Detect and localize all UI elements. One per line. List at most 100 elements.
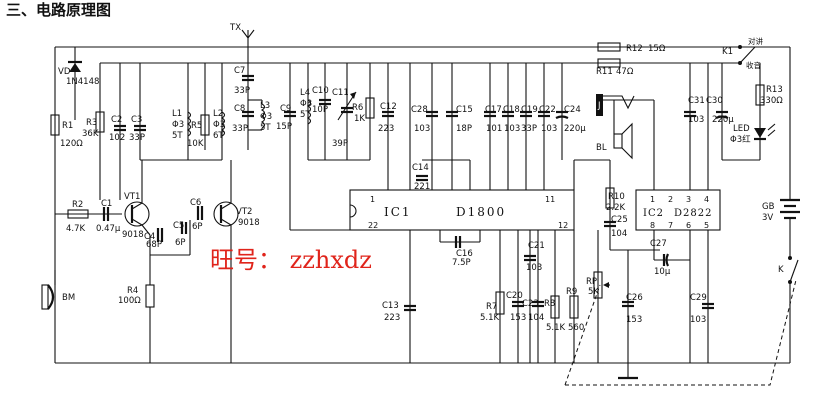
- bl-label: BL: [596, 143, 607, 153]
- r2-label: R2: [72, 200, 83, 210]
- r3-label: R3: [86, 118, 97, 128]
- r12-value: 15Ω: [648, 44, 666, 54]
- k1-receive-label: 收音: [746, 60, 761, 70]
- r11-label: R11: [596, 67, 613, 77]
- gb-label: GB: [762, 202, 775, 212]
- vd-diode: [68, 47, 82, 120]
- l2-label: L2: [213, 109, 223, 119]
- r2-value: 4.7K: [66, 224, 86, 234]
- bm-label: BM: [62, 293, 75, 303]
- tx-label: TX: [229, 23, 241, 33]
- c8-capacitor: [242, 110, 254, 118]
- bm-microphone: [41, 270, 56, 310]
- vt2-part: 9018: [238, 218, 260, 228]
- r6-resistor: [365, 97, 375, 119]
- c1-label: C1: [101, 199, 112, 209]
- c1-capacitor: [102, 207, 110, 221]
- c23-label: C23: [522, 299, 539, 309]
- ic2-pin-1: 1: [650, 195, 655, 204]
- ic1-pin-22: 22: [368, 221, 378, 230]
- c27-capacitor: [653, 250, 690, 267]
- r9-resistor: [569, 295, 579, 319]
- c5-value: 6P: [175, 238, 186, 248]
- c25-value: 104: [611, 229, 627, 239]
- ic2-pin-4: 4: [704, 195, 709, 204]
- c13-value: 223: [384, 313, 400, 323]
- c12-value: 223: [378, 124, 394, 134]
- c28-capacitor: [426, 110, 438, 118]
- c15-label: C15: [456, 105, 473, 115]
- tx-antenna: [241, 29, 255, 63]
- c22-label: C22: [539, 105, 556, 115]
- r13-resistor: [755, 84, 765, 106]
- vt1-part: 9018: [122, 230, 144, 240]
- c17-label: C17: [485, 105, 502, 115]
- c24-value: 220μ: [564, 124, 586, 134]
- r1-value: 120Ω: [60, 139, 83, 149]
- c16-capacitor: [439, 230, 481, 248]
- ic2-pin-5: 5: [704, 221, 709, 230]
- c6-value: 6P: [192, 222, 203, 232]
- c31-capacitor: [684, 110, 696, 118]
- k1-label: K1: [722, 47, 733, 57]
- c10-label: C10: [312, 86, 329, 96]
- c18-value: 103: [504, 124, 520, 134]
- ic1-pin-12: 12: [558, 221, 568, 230]
- ground-symbol: [618, 363, 638, 380]
- r2-resistor: [67, 209, 89, 219]
- c15-value: 18P: [456, 124, 472, 134]
- top-rail: [55, 46, 790, 64]
- r8-resistor: [550, 295, 560, 319]
- ic1-chip: [349, 189, 575, 231]
- rp-label: RP: [586, 277, 597, 287]
- c12-label: C12: [380, 102, 397, 112]
- c29-capacitor: [702, 302, 714, 310]
- ic1-pin-11: 11: [545, 195, 555, 204]
- r6-value: 1K: [354, 114, 365, 124]
- l3-inductor: [248, 99, 266, 131]
- c2-label: C2: [111, 115, 122, 125]
- c10-capacitor: [319, 98, 331, 106]
- c26-label: C26: [626, 293, 643, 303]
- ic2-pin-6: 6: [686, 221, 691, 230]
- c18-label: C18: [503, 105, 520, 115]
- c15-capacitor: [446, 110, 458, 118]
- k1-talk-label: 对讲: [748, 36, 763, 46]
- c30-value: 220μ: [712, 115, 734, 125]
- r3-value: 36K: [82, 129, 99, 139]
- gb-value: 3V: [762, 213, 773, 223]
- vt2-label: VT2: [236, 207, 252, 217]
- r12-resistor: [597, 42, 621, 52]
- r4-resistor: [145, 284, 155, 308]
- k-label: K: [778, 265, 784, 275]
- c31-label: C31: [688, 96, 705, 106]
- c26-capacitor: [622, 250, 634, 363]
- c16-value: 7.5P: [452, 258, 471, 268]
- ic2-pin-2: 2: [668, 195, 673, 204]
- c16-label: C16: [456, 249, 473, 259]
- c7-capacitor: [242, 63, 254, 150]
- c25-label: C25: [611, 215, 628, 225]
- vd-part-label: 1N4148: [66, 77, 99, 87]
- c17-capacitor: [484, 110, 496, 118]
- c24-label: C24: [564, 105, 581, 115]
- ganged-switch-link: [564, 279, 797, 386]
- r13-label: R13: [766, 85, 783, 95]
- c31-value: 103: [688, 115, 704, 125]
- rp-value: 5K: [588, 287, 599, 297]
- r1-label: R1: [62, 121, 73, 131]
- k-switch: [788, 256, 799, 363]
- ic2-chip: [635, 189, 721, 231]
- c3-capacitor: [134, 124, 146, 132]
- j-jack: [596, 94, 635, 116]
- r1-resistor: [50, 114, 60, 136]
- ic2-pin-8: 8: [650, 221, 655, 230]
- bl-speaker: [600, 99, 654, 160]
- r8-label: R8: [544, 299, 555, 309]
- c10-value: 10P: [312, 105, 328, 115]
- ic2-pin-3: 3: [686, 195, 691, 204]
- r12-label: R12: [626, 44, 643, 54]
- ic1-part: D1800: [456, 205, 506, 219]
- c9-capacitor: [284, 110, 296, 118]
- led: [754, 123, 776, 141]
